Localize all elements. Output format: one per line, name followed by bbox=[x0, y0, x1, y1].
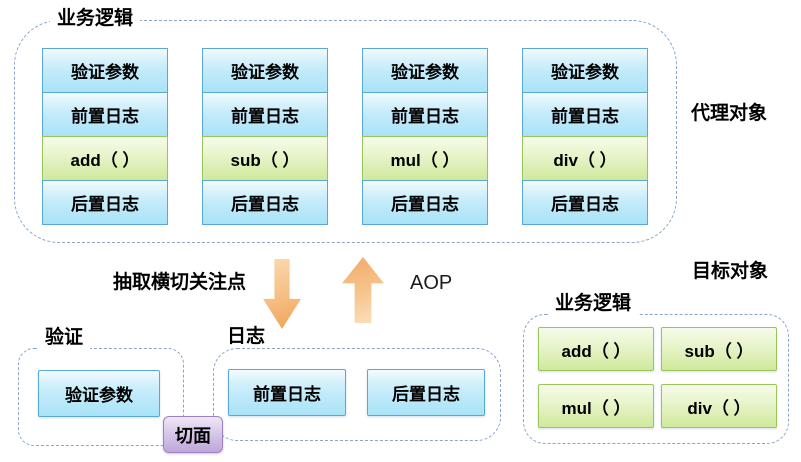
cell-post-log: 后置日志 bbox=[362, 180, 488, 225]
log-box-title: 日志 bbox=[220, 326, 273, 348]
cell-method-sub: sub（ ） bbox=[661, 327, 777, 371]
validate-aspect-container bbox=[18, 348, 184, 446]
validate-box-title: 验证 bbox=[38, 327, 91, 349]
cell-pre-log: 前置日志 bbox=[522, 92, 648, 137]
cell-method-sub: sub（ ） bbox=[202, 136, 328, 181]
cell-pre-log: 前置日志 bbox=[202, 92, 328, 137]
cell-method-add: add（ ） bbox=[42, 136, 168, 181]
cell-method-mul: mul（ ） bbox=[538, 384, 654, 428]
cell-validate-params: 验证参数 bbox=[38, 370, 160, 417]
cell-post-log: 后置日志 bbox=[202, 180, 328, 225]
cell-validate-params: 验证参数 bbox=[202, 48, 328, 93]
cell-post-log: 后置日志 bbox=[42, 180, 168, 225]
cell-validate-params: 验证参数 bbox=[42, 48, 168, 93]
log-aspect-container bbox=[213, 348, 501, 441]
cell-pre-log: 前置日志 bbox=[228, 369, 346, 416]
cell-post-log: 后置日志 bbox=[367, 369, 485, 416]
cell-validate-params: 验证参数 bbox=[522, 48, 648, 93]
cell-pre-log: 前置日志 bbox=[362, 92, 488, 137]
cell-method-div: div（ ） bbox=[522, 136, 648, 181]
cell-method-add: add（ ） bbox=[538, 327, 654, 371]
target-object-label: 目标对象 bbox=[692, 261, 769, 282]
extract-crosscut-label: 抽取横切关注点 bbox=[113, 272, 247, 293]
proxy-object-container bbox=[14, 20, 677, 243]
proxy-column-mul: 验证参数 前置日志 mul（ ） 后置日志 bbox=[362, 48, 488, 225]
aspect-badge: 切面 bbox=[163, 416, 223, 453]
proxy-column-div: 验证参数 前置日志 div（ ） 后置日志 bbox=[522, 48, 648, 225]
aop-label: AOP bbox=[410, 272, 453, 294]
cell-method-div: div（ ） bbox=[661, 384, 777, 428]
proxy-column-add: 验证参数 前置日志 add（ ） 后置日志 bbox=[42, 48, 168, 225]
cell-pre-log: 前置日志 bbox=[42, 92, 168, 137]
target-box-title: 业务逻辑 bbox=[548, 293, 639, 315]
aop-arrow-up-icon bbox=[342, 257, 384, 323]
cell-post-log: 后置日志 bbox=[522, 180, 648, 225]
proxy-box-title: 业务逻辑 bbox=[50, 8, 141, 30]
cell-method-mul: mul（ ） bbox=[362, 136, 488, 181]
proxy-object-label: 代理对象 bbox=[691, 103, 768, 124]
extract-arrow-down-icon bbox=[263, 259, 301, 329]
proxy-column-sub: 验证参数 前置日志 sub（ ） 后置日志 bbox=[202, 48, 328, 225]
cell-validate-params: 验证参数 bbox=[362, 48, 488, 93]
target-business-container bbox=[523, 314, 789, 444]
